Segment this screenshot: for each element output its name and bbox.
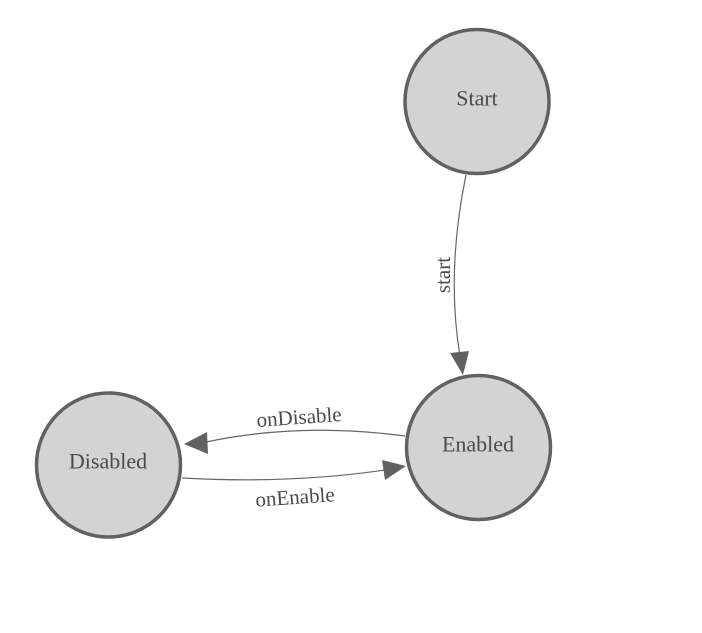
state-label-enabled: Enabled [442,432,514,457]
state-circle-start [403,27,551,176]
edge-label-onenable: onEnable [255,482,336,511]
state-label-disabled: Disabled [69,449,147,474]
state-circle-enabled [404,373,553,522]
arrowhead-left-icon [184,432,208,454]
arrowhead-right-icon [382,460,406,480]
state-node-start: Start [403,27,551,176]
state-circle-disabled [34,391,183,539]
state-label-start: Start [456,86,498,111]
state-node-enabled: Enabled [404,373,553,522]
state-node-disabled: Disabled [34,391,183,539]
edge-label-start: start [431,257,455,293]
transition-edge-ondisable: onDisable [184,402,406,454]
edge-label-ondisable: onDisable [256,402,343,432]
transition-edge-onenable: onEnable [181,460,406,512]
arrowhead-down-icon [450,351,469,375]
edge-line-ondisable [205,429,406,443]
edge-line-start [453,174,467,357]
transition-edge-start: start [431,174,469,375]
edge-line-onenable [181,469,386,481]
